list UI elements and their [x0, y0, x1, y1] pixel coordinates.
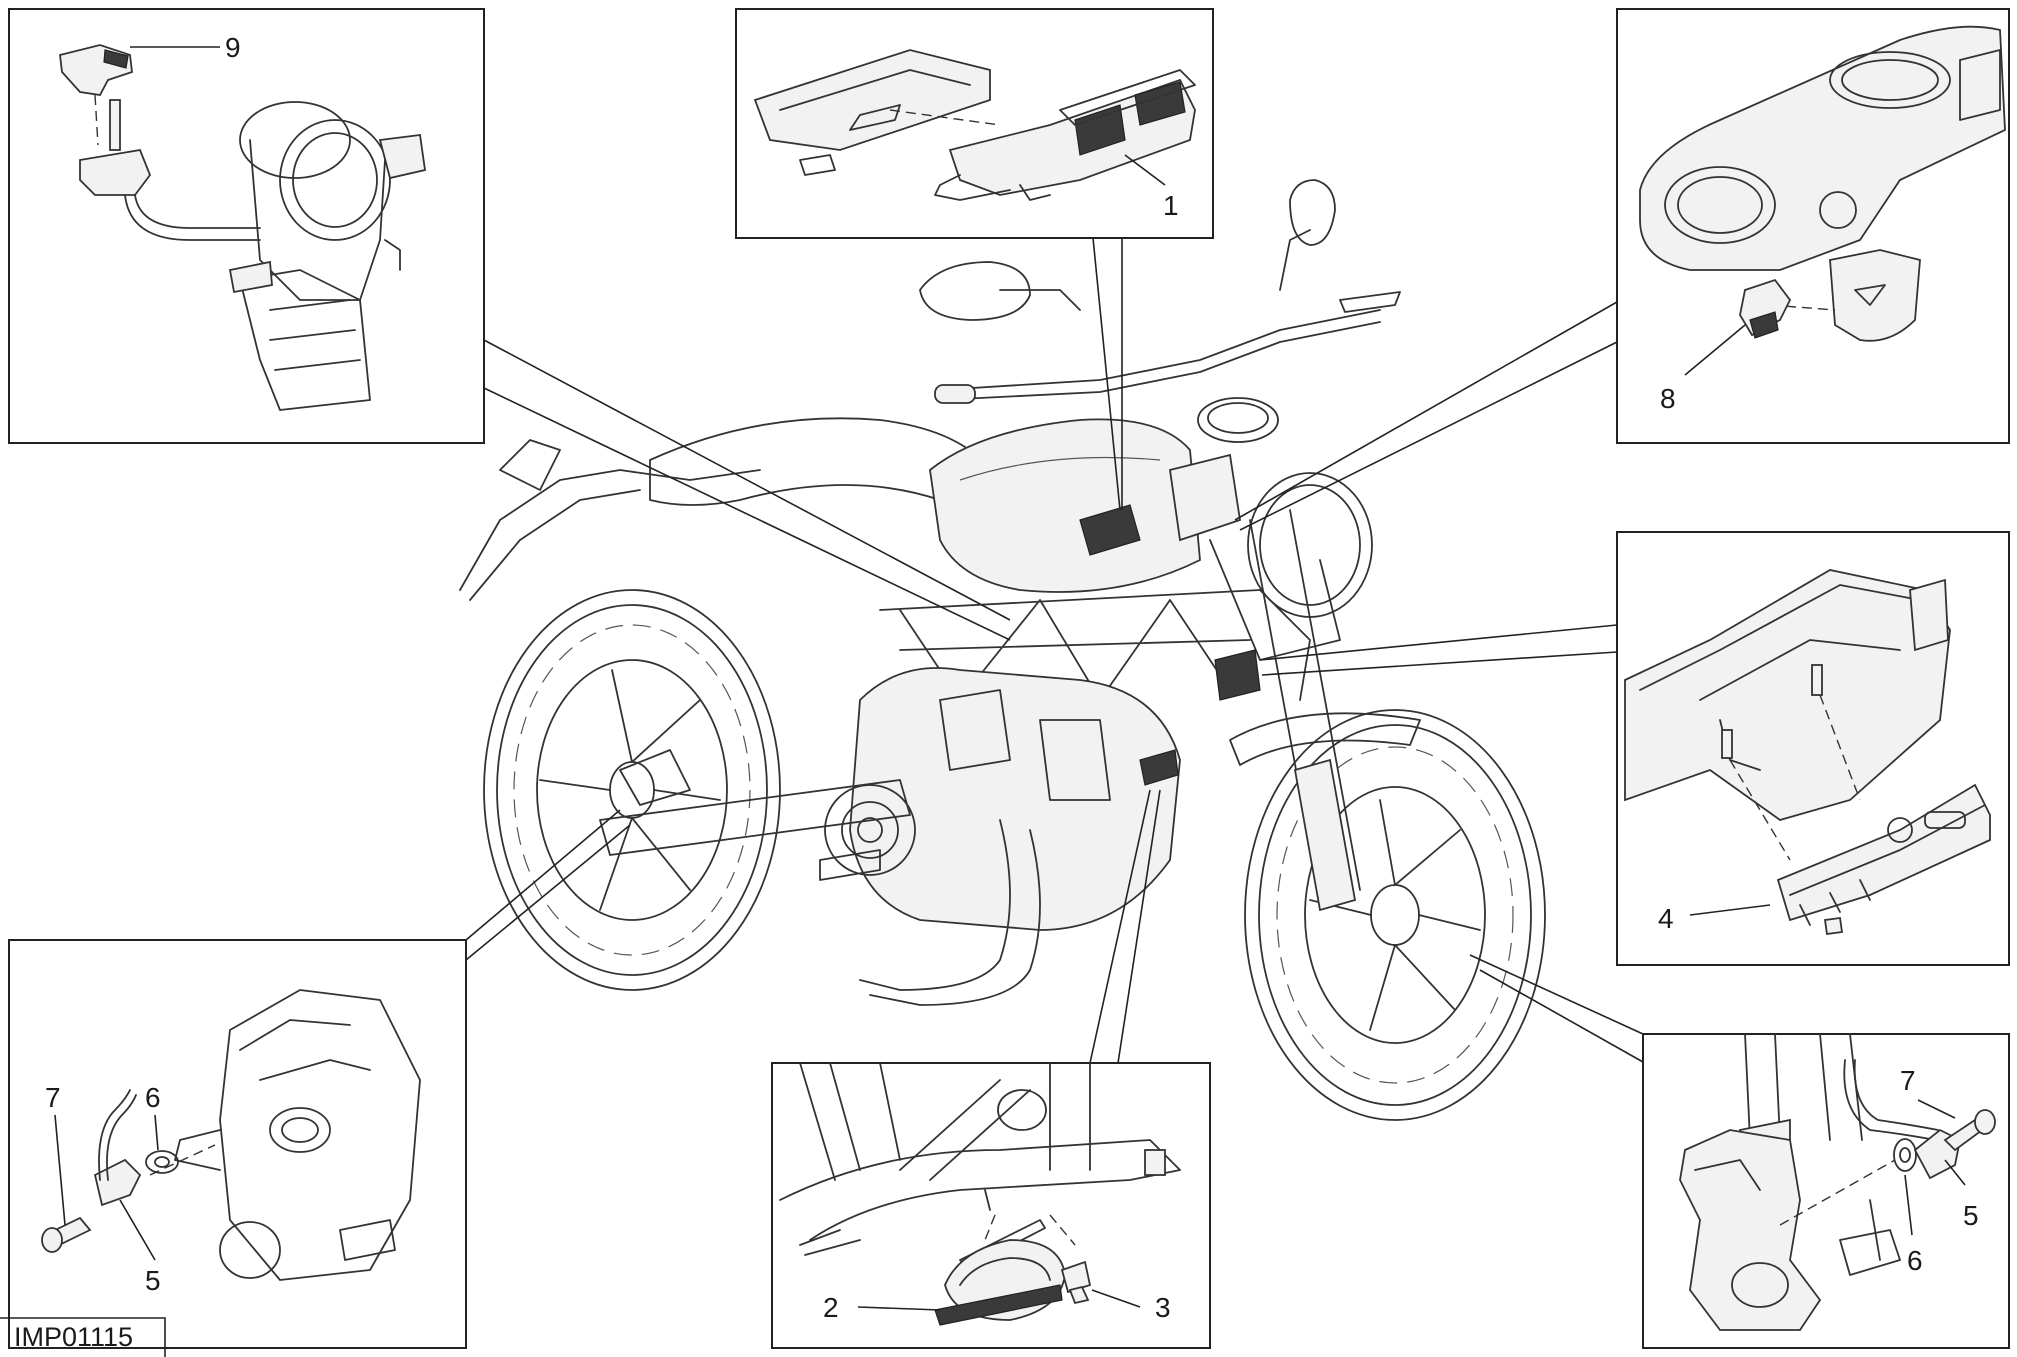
callout-2: 2	[823, 1292, 839, 1323]
callout-1: 1	[1163, 190, 1179, 221]
detail-box-4: 4	[1616, 531, 2010, 966]
callout-7-front: 7	[1900, 1065, 1916, 1096]
callout-5-rear: 5	[145, 1265, 161, 1296]
callout-3: 3	[1155, 1292, 1171, 1323]
detail-box-1: 1	[735, 8, 1214, 239]
callout-4: 4	[1658, 903, 1674, 934]
detail-box-rear-sensor: 7 6 5	[8, 939, 467, 1349]
callout-6-rear: 6	[145, 1082, 161, 1113]
motorcycle-illustration	[459, 179, 1546, 1121]
detail-box-front-sensor: 7 6 5	[1642, 1033, 2010, 1349]
drawing-code-label: IMP01115	[0, 1317, 166, 1357]
callout-7-rear: 7	[45, 1082, 61, 1113]
callout-9: 9	[225, 32, 241, 63]
detail-box-horn: 2 3	[771, 1062, 1211, 1349]
detail-box-9: 9	[8, 8, 485, 444]
callout-5-front: 5	[1963, 1200, 1979, 1231]
drawing-code: IMP01115	[14, 1322, 133, 1352]
callout-6-front: 6	[1907, 1245, 1923, 1276]
leader-lines	[465, 237, 1644, 1064]
callout-8: 8	[1660, 383, 1676, 414]
detail-box-8: 8	[1616, 8, 2010, 444]
